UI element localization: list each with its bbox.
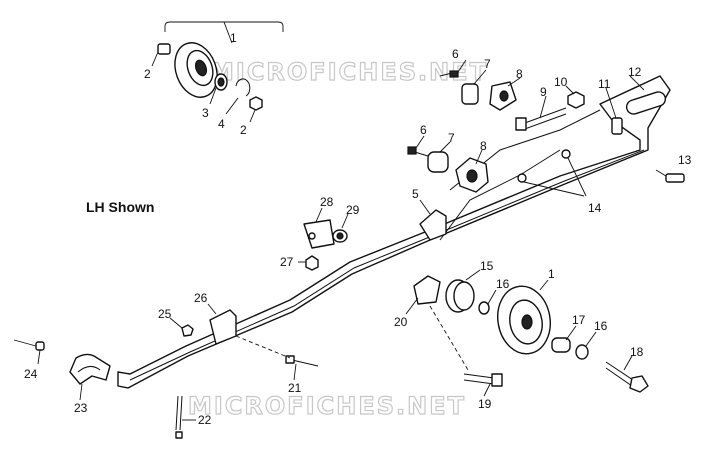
callout-12: 12 — [628, 65, 642, 79]
callout-leaders — [37, 59, 645, 421]
callout-25: 25 — [158, 307, 172, 321]
callout-23: 23 — [74, 401, 88, 415]
idler-wheel-assembly-top — [151, 21, 284, 123]
callout-15: 15 — [480, 259, 494, 273]
callout-21: 21 — [288, 381, 302, 395]
watermark-top: MICROFICHES.NET — [210, 58, 488, 86]
middle-brackets — [298, 209, 447, 271]
callout-13: 13 — [678, 153, 692, 167]
callout-2-left: 2 — [144, 67, 151, 81]
upper-bolt-group — [439, 70, 685, 183]
callout-17: 17 — [572, 313, 586, 327]
callout-3: 3 — [202, 106, 209, 120]
callout-8-top: 8 — [516, 67, 523, 81]
callout-1-lower: 1 — [548, 267, 555, 281]
callout-16-upper: 16 — [496, 277, 510, 291]
callout-18: 18 — [630, 345, 644, 359]
callout-7-mid: 7 — [448, 131, 455, 145]
callout-9: 9 — [540, 85, 547, 99]
callout-1-top: 1 — [230, 31, 237, 45]
callout-11: 11 — [598, 77, 611, 91]
callout-16-lower: 16 — [594, 319, 608, 333]
callout-22: 22 — [198, 413, 212, 427]
callout-28: 28 — [320, 195, 334, 209]
callout-6-top: 6 — [452, 47, 459, 61]
callout-19: 19 — [478, 397, 492, 411]
callout-10: 10 — [554, 75, 568, 89]
callout-2-right: 2 — [240, 123, 247, 137]
callout-14: 14 — [588, 201, 602, 215]
slide-rail — [117, 75, 671, 389]
watermark-bottom: MICROFICHES.NET — [188, 392, 466, 420]
callout-27: 27 — [280, 255, 294, 269]
view-caption: LH Shown — [86, 199, 154, 215]
callout-24: 24 — [24, 367, 38, 381]
callout-5: 5 — [412, 187, 419, 201]
callout-29: 29 — [346, 203, 360, 217]
bracket-callout-1 — [164, 21, 284, 32]
callout-7-top: 7 — [484, 57, 491, 71]
lower-idler-assembly — [413, 275, 649, 393]
front-rail-parts — [13, 309, 319, 439]
callout-8-mid: 8 — [480, 139, 487, 153]
callout-labels: 1 2 3 4 2 6 7 8 9 10 11 12 6 7 8 13 14 L… — [24, 31, 692, 427]
callout-26: 26 — [194, 291, 208, 305]
callout-20: 20 — [394, 315, 408, 329]
callout-6-mid: 6 — [420, 123, 427, 137]
middle-bolt-group — [407, 146, 587, 197]
callout-4: 4 — [218, 117, 225, 131]
